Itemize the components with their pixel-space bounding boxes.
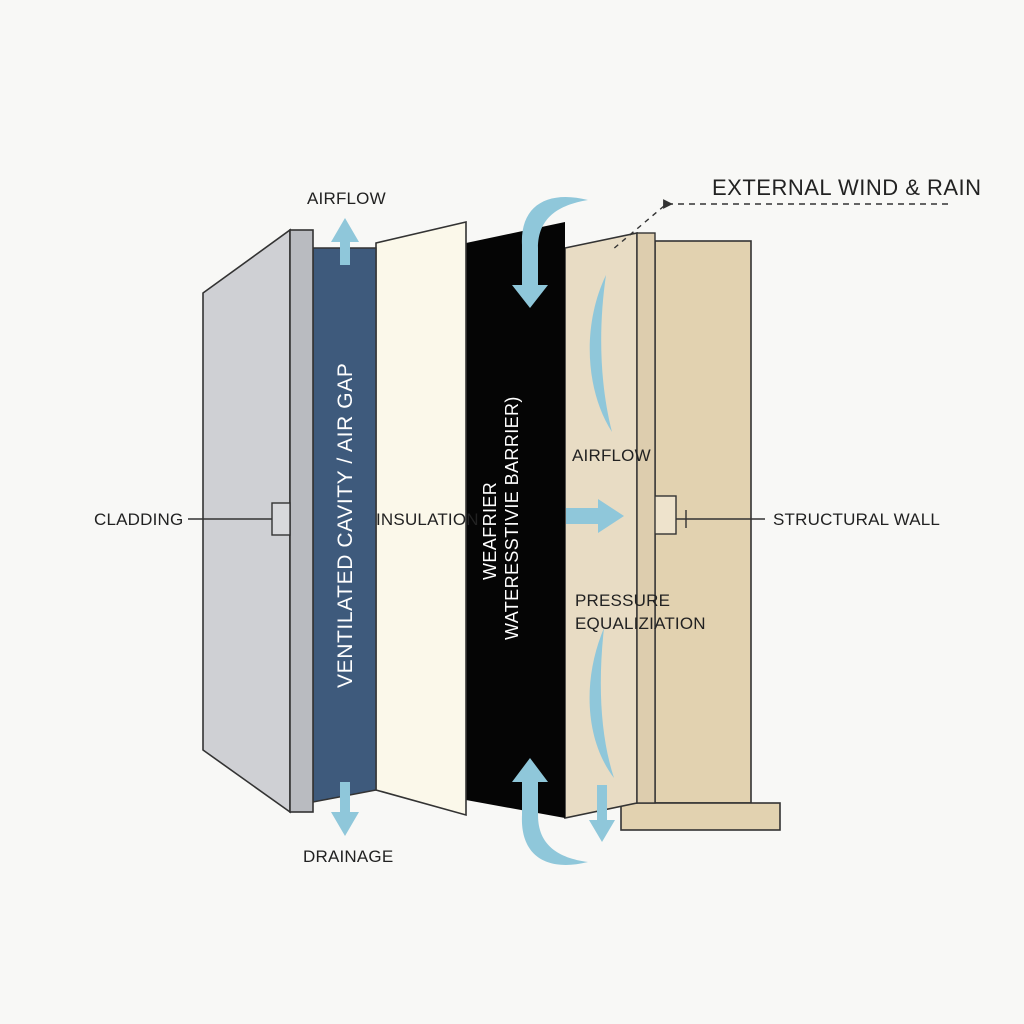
sheathing-edge [636,232,656,804]
drainage-down-arrow [331,782,359,836]
cladding-label: CLADDING [94,510,183,529]
flow-arrows [331,197,624,865]
ventilated-cavity-label: VENTILATED CAVITY / AIR GAP [334,363,357,688]
barrier-label-line2: WATERESSTIVIE BARRIER) [502,396,522,640]
wind-down-curved-arrow [512,197,588,308]
wall-footing [620,802,781,831]
structural-wall-connector [653,495,677,535]
sheathing-layer [564,232,656,819]
cladding-connector [271,502,291,536]
sheathing-drain-arrow [589,785,615,842]
pressure-label-line2: EQUALIZIATION [575,614,706,633]
rain-up-curved-arrow [512,758,588,865]
airflow-up-arrow [331,218,359,265]
external-wind-rain-label: EXTERNAL WIND & RAIN [712,175,982,200]
pressure-label-line1: PRESSURE [575,591,670,610]
airflow-right-arrow [566,499,624,533]
insulation-label: INSULATION [376,510,479,529]
weather-resistive-barrier [466,222,565,818]
airflow-mid-label: AIRFLOW [572,446,651,465]
structural-wall-layer [620,240,781,831]
barrier-label-line1: WEAFRIER [480,482,500,580]
lower-pressure-crescent [589,628,614,778]
structural-wall-label: STRUCTURAL WALL [773,510,940,529]
airflow-top-label: AIRFLOW [307,189,386,208]
wind-leader-diagonal [611,205,665,251]
upper-pressure-crescent [589,275,612,432]
cladding-edge [289,229,314,813]
cladding-layer [202,228,314,814]
drainage-label: DRAINAGE [303,847,393,866]
